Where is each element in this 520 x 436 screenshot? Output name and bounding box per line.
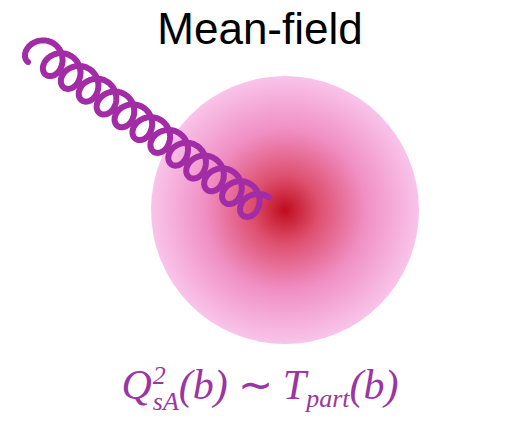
- formula: Q2sA(b)∼Tpart(b): [0, 360, 520, 415]
- relation: ∼: [238, 362, 273, 408]
- subscript: sA: [153, 389, 179, 415]
- gluon-line: [25, 40, 269, 217]
- symbol: T: [283, 362, 306, 408]
- argument: (b): [350, 362, 399, 408]
- nucleus-disc: [151, 76, 419, 344]
- script-stack: 2sA: [153, 363, 179, 415]
- symbol: Q: [121, 362, 151, 408]
- diagram-title: Mean-field: [0, 4, 520, 54]
- argument: (b): [179, 362, 228, 408]
- superscript: 2: [153, 363, 179, 389]
- subscript: part: [306, 384, 349, 413]
